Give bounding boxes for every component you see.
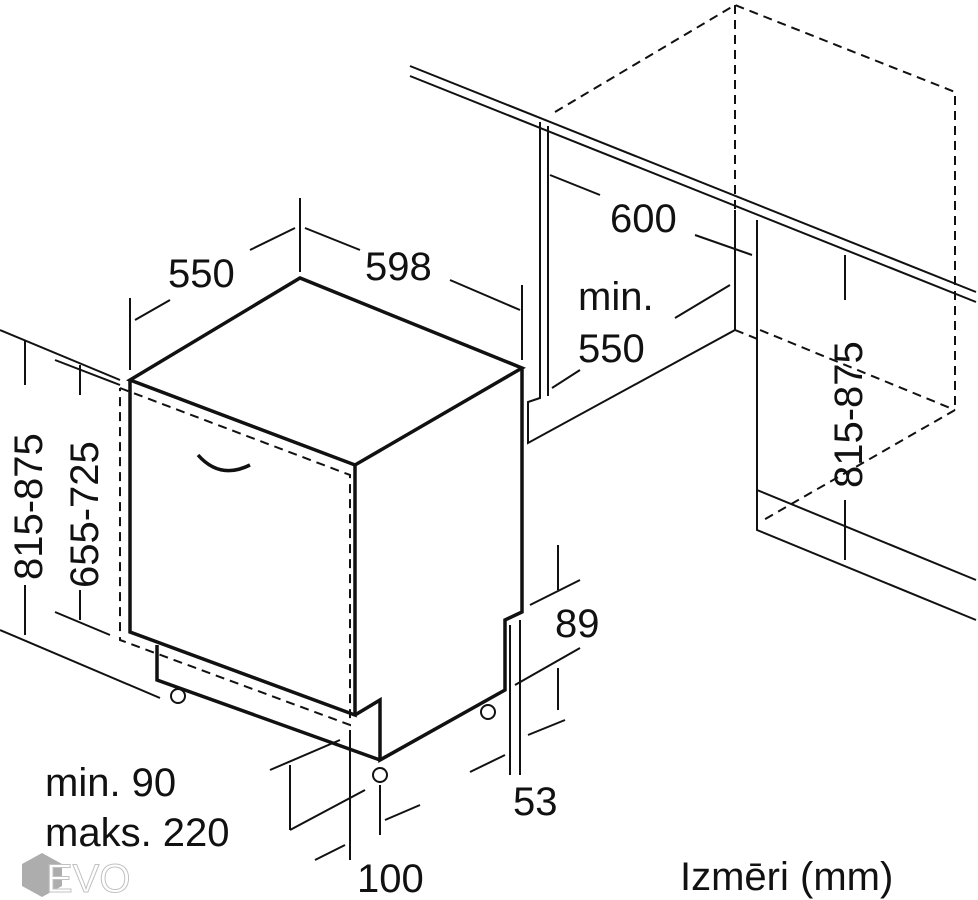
appliance-height-label: 815-875 (7, 433, 51, 580)
niche-height-label: 815-875 (827, 341, 871, 488)
plinth-depth-label: 100 (357, 857, 424, 900)
depth-label: 550 (168, 252, 235, 296)
niche-depth-label: 550 (578, 327, 645, 371)
dishwasher-outline (119, 276, 526, 783)
niche-width-label: 600 (610, 197, 677, 241)
evo-watermark-logo: EVO (22, 853, 131, 898)
kitchen-niche (409, 3, 977, 621)
plinth-min-label: min. 90 (45, 761, 176, 805)
dimension-lines (0, 174, 846, 861)
plinth-gap-label: 89 (555, 602, 600, 646)
plinth-max-label: maks. 220 (45, 811, 230, 855)
caption: Izmēri (mm) (680, 855, 893, 899)
width-label: 598 (365, 245, 432, 289)
svg-text:EVO: EVO (46, 857, 130, 898)
niche-depth-min-text: min. (578, 275, 654, 319)
foot-offset-label: 53 (513, 780, 558, 824)
door-handle (196, 453, 251, 473)
foot (170, 688, 186, 704)
foot (480, 704, 496, 720)
foot (372, 767, 388, 783)
door-height-label: 655-725 (63, 441, 107, 588)
